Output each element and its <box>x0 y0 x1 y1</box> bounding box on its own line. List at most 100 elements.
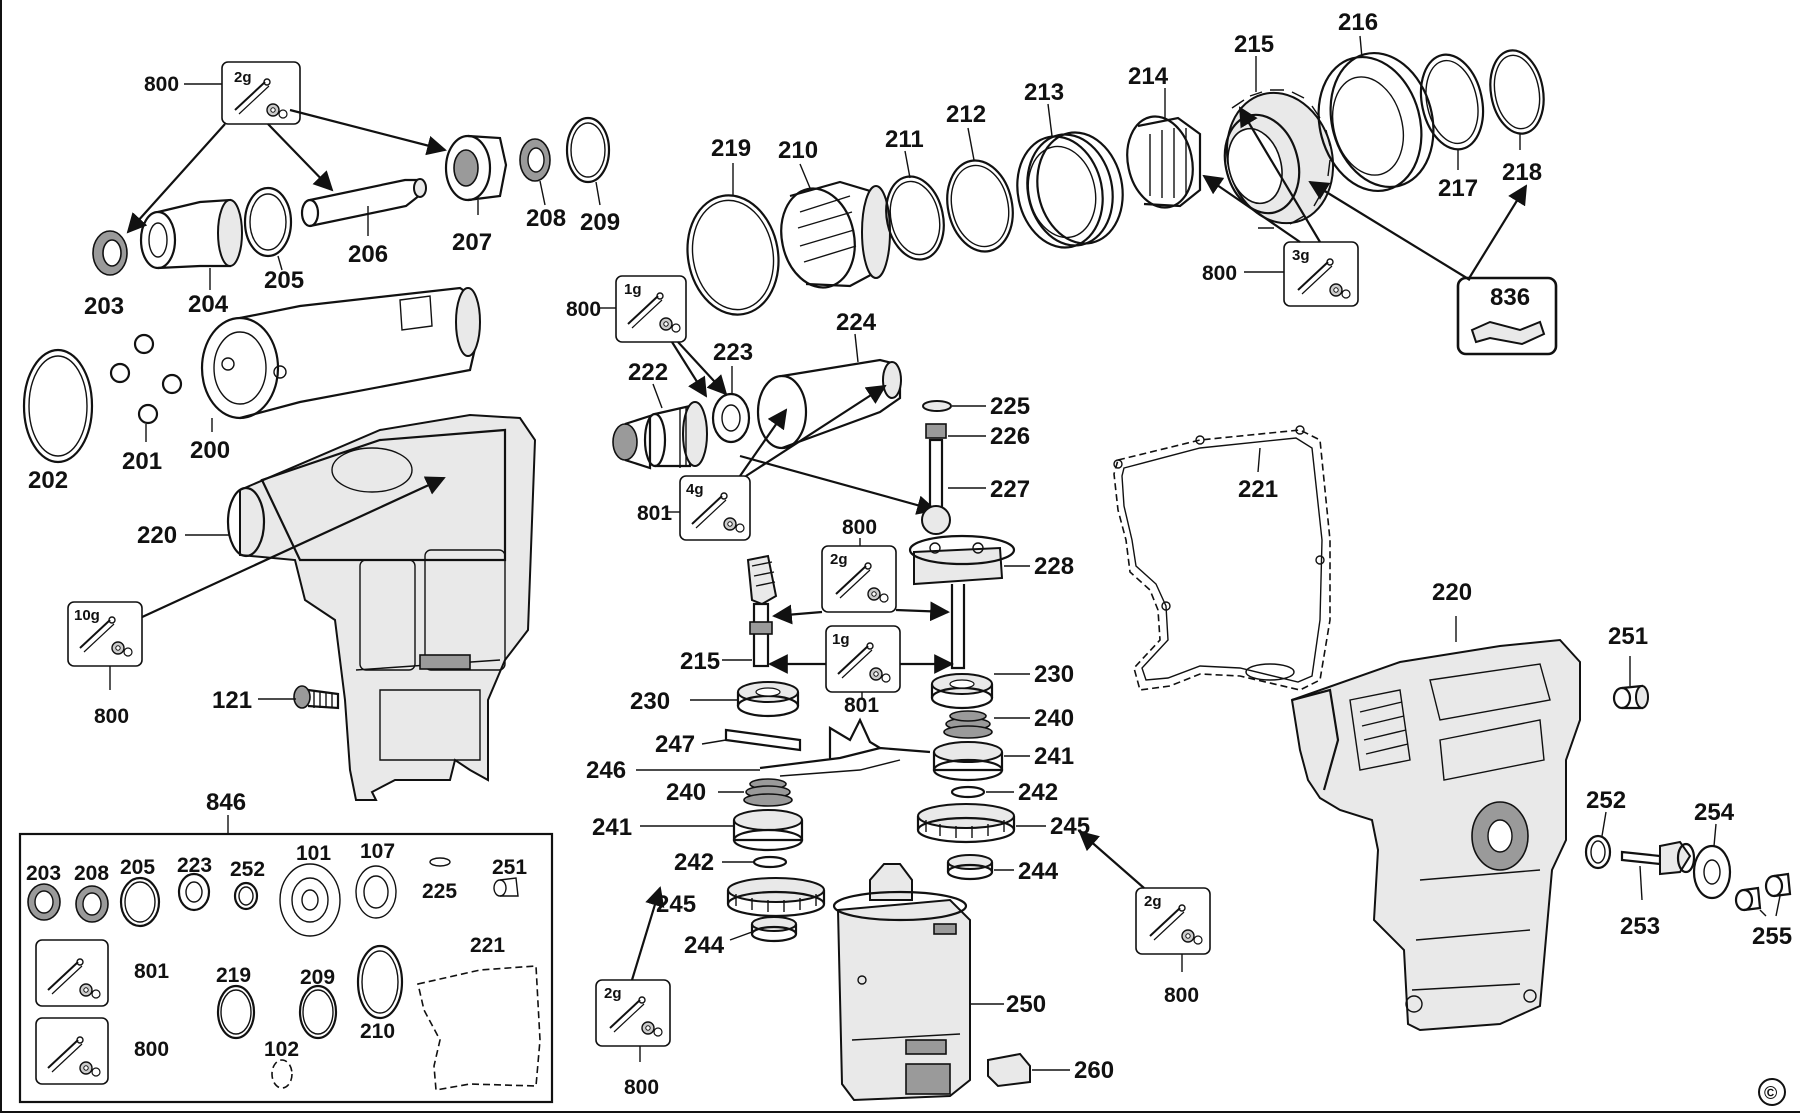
part-245-gear-right <box>916 803 1016 844</box>
label-207: 207 <box>452 229 492 256</box>
part-210-needle-bearing <box>780 180 891 289</box>
label-800: 800 <box>1202 262 1237 285</box>
kit-label-107: 107 <box>360 840 395 863</box>
kit-label-801: 801 <box>134 960 169 983</box>
label-221: 221 <box>1238 476 1278 503</box>
kit-box-800-10g: 10g <box>67 601 143 667</box>
kit-box-800-2g-right: 2g <box>1135 887 1211 955</box>
kit-weight-label: 1g <box>624 281 642 298</box>
part-224-tube <box>756 358 902 450</box>
part-222-spindle <box>612 401 708 470</box>
part-219-ring <box>686 194 780 316</box>
label-220: 220 <box>137 522 177 549</box>
part-203-seal <box>92 230 128 276</box>
kit-part-107 <box>355 865 397 919</box>
part-230-bearing-right <box>930 673 994 710</box>
kit-weight-label: 2g <box>1144 893 1162 910</box>
label-213: 213 <box>1024 79 1064 106</box>
part-242-washer-left <box>752 855 788 869</box>
kit-label-101: 101 <box>296 842 331 865</box>
part-240-spring-right <box>943 710 993 739</box>
kit-part-221 <box>417 965 541 1091</box>
kit-part-203 <box>27 883 61 921</box>
label-800: 800 <box>94 705 129 728</box>
label-247: 247 <box>655 731 695 758</box>
kit-part-210 <box>356 944 404 1020</box>
part-244-bearing-right <box>946 854 994 881</box>
label-226: 226 <box>990 423 1030 450</box>
part-242-washer-right <box>950 785 986 799</box>
kit-part-102 <box>271 1059 293 1089</box>
kit-box-801-inner <box>35 939 109 1007</box>
label-121: 121 <box>212 687 252 714</box>
label-801: 801 <box>844 694 879 717</box>
label-836: 836 <box>1490 284 1530 311</box>
kit-label-251: 251 <box>492 856 527 879</box>
label-255: 255 <box>1752 923 1792 950</box>
kit-part-101 <box>279 863 341 937</box>
label-242: 242 <box>674 849 714 876</box>
kit-box-800-inner <box>35 1017 109 1085</box>
kit-label-205: 205 <box>120 856 155 879</box>
label-228: 228 <box>1034 553 1074 580</box>
label-212: 212 <box>946 101 986 128</box>
kit-label-221: 221 <box>470 934 505 957</box>
kit-part-251 <box>493 877 519 897</box>
kit-box-800-1g-top: 1g <box>615 275 687 343</box>
part-246-spring-clip <box>759 717 931 777</box>
label-210: 210 <box>778 137 818 164</box>
part-223-washer <box>711 392 751 444</box>
kit-box-801-4g: 4g <box>679 475 751 541</box>
kit-weight-label: 2g <box>234 69 252 86</box>
label-220: 220 <box>1432 579 1472 606</box>
label-215: 215 <box>1234 31 1274 58</box>
kit-part-209 <box>298 984 338 1040</box>
label-251: 251 <box>1608 623 1648 650</box>
part-253-bolt <box>1620 840 1696 876</box>
label-800: 800 <box>144 73 179 96</box>
label-245: 245 <box>656 891 696 918</box>
label-206: 206 <box>348 241 388 268</box>
part-218-ring <box>1489 49 1545 135</box>
kit-box-800-top-left: 2g <box>221 61 301 125</box>
part-121-screw <box>293 685 340 710</box>
kit-part-208 <box>75 885 109 923</box>
part-255-caps <box>1734 872 1792 912</box>
kit-box-800-2g-bottom: 2g <box>595 979 671 1047</box>
part-250-motor <box>832 863 971 1102</box>
label-218: 218 <box>1502 159 1542 186</box>
label-254: 254 <box>1694 799 1735 826</box>
label-225: 225 <box>990 393 1030 420</box>
kit-box-801-1g-middle: 1g <box>825 625 901 693</box>
part-241-clutch-left <box>732 809 804 852</box>
kit-weight-label: 2g <box>830 551 848 568</box>
part-226-spring <box>925 423 947 439</box>
kit-weight-label: 3g <box>1292 247 1310 264</box>
part-208-seal <box>519 138 551 182</box>
label-204: 204 <box>188 291 229 318</box>
part-225-washer <box>922 400 952 412</box>
kit-label-223: 223 <box>177 854 212 877</box>
part-245-gear-left <box>726 877 826 918</box>
part-221-gasket <box>1113 425 1331 691</box>
part-212-ring <box>946 159 1014 253</box>
label-209: 209 <box>580 209 620 236</box>
part-228-crank-disc <box>908 534 1016 670</box>
label-205: 205 <box>264 267 304 294</box>
part-215-bevel-gear <box>1223 89 1335 229</box>
part-204-sleeve <box>139 198 243 270</box>
label-800: 800 <box>624 1076 659 1099</box>
label-242: 242 <box>1018 779 1058 806</box>
label-246: 246 <box>586 757 626 784</box>
part-230-bearing-left <box>736 681 800 718</box>
kit-label-102: 102 <box>264 1038 299 1061</box>
part-213-spring-rings <box>1016 131 1124 249</box>
part-215-pinion-shaft <box>746 554 778 668</box>
kit-label-208: 208 <box>74 862 109 885</box>
part-206-pin <box>300 178 427 228</box>
label-241: 241 <box>592 814 632 841</box>
label-800: 800 <box>842 516 877 539</box>
part-201-balls <box>109 333 183 425</box>
part-254-washer <box>1692 844 1732 900</box>
label-240: 240 <box>1034 705 1074 732</box>
